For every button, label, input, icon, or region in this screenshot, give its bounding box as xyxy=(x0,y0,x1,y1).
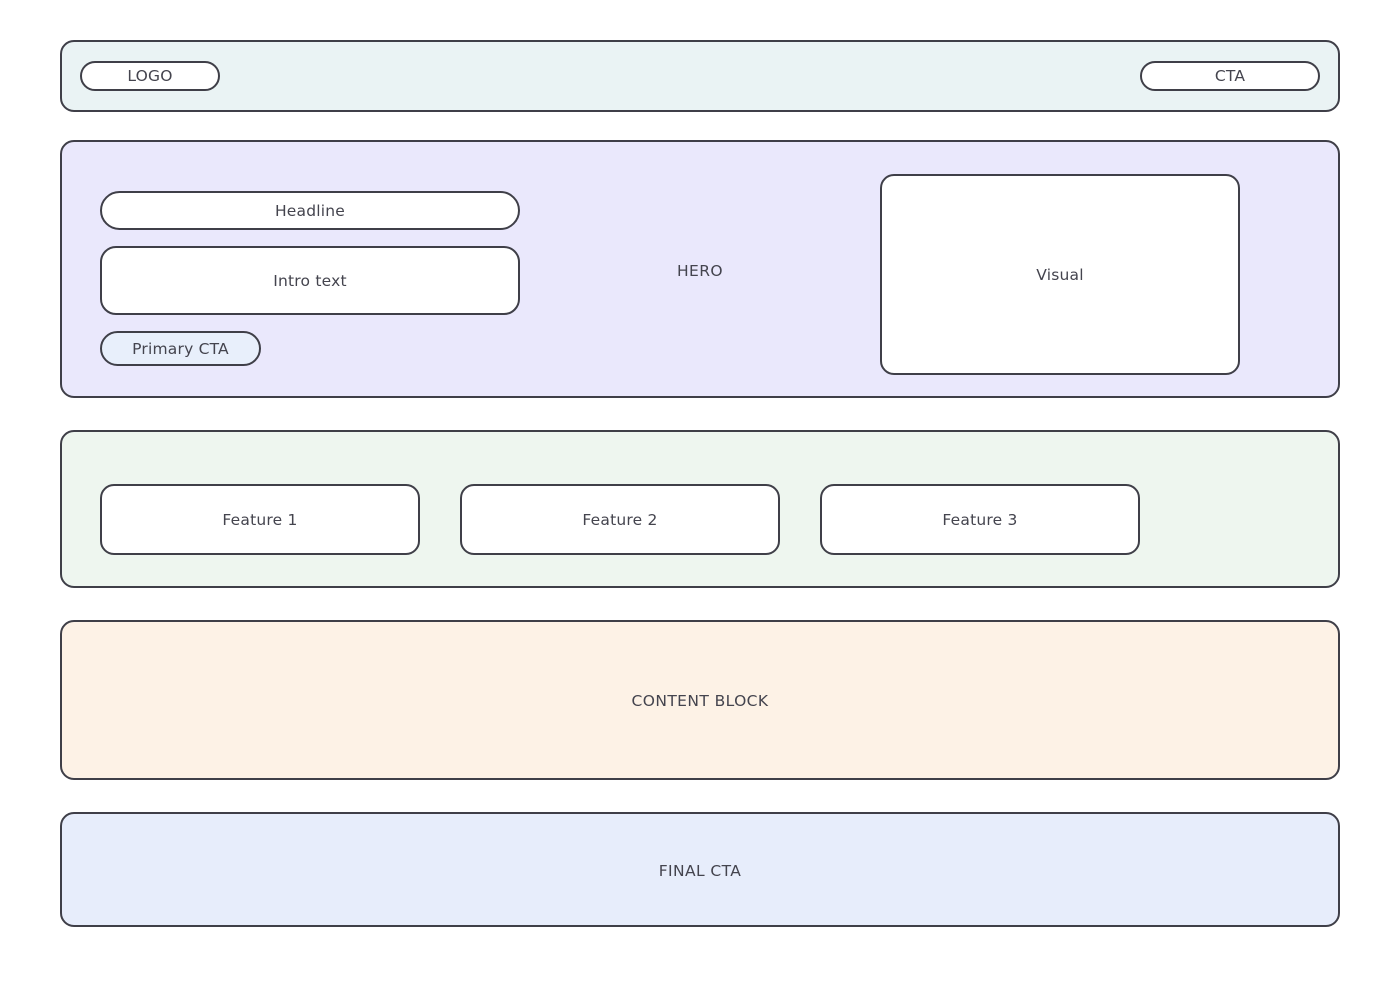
hero-primary-cta-button[interactable]: Primary CTA xyxy=(100,331,261,366)
feature-card-label: Feature 1 xyxy=(222,510,298,529)
feature-card-label: Feature 2 xyxy=(582,510,658,529)
content-block-section xyxy=(60,620,1340,780)
header-cta-label: CTA xyxy=(1214,67,1246,85)
feature-card[interactable]: Feature 3 xyxy=(820,484,1140,555)
header-section xyxy=(60,40,1340,112)
hero-primary-cta-label: Primary CTA xyxy=(132,339,229,358)
hero-intro-label: Intro text xyxy=(273,271,347,290)
feature-card[interactable]: Feature 2 xyxy=(460,484,780,555)
logo-chip[interactable]: LOGO xyxy=(80,61,220,91)
feature-card-label: Feature 3 xyxy=(942,510,1018,529)
final-cta-section[interactable] xyxy=(60,812,1340,927)
hero-visual-label: Visual xyxy=(1036,265,1084,284)
feature-card[interactable]: Feature 1 xyxy=(100,484,420,555)
hero-headline-placeholder[interactable]: Headline xyxy=(100,191,520,230)
header-cta-button[interactable]: CTA xyxy=(1140,61,1320,91)
hero-visual-placeholder[interactable]: Visual xyxy=(880,174,1240,375)
hero-intro-placeholder[interactable]: Intro text xyxy=(100,246,520,315)
logo-label: LOGO xyxy=(127,67,173,85)
hero-headline-label: Headline xyxy=(274,201,346,220)
